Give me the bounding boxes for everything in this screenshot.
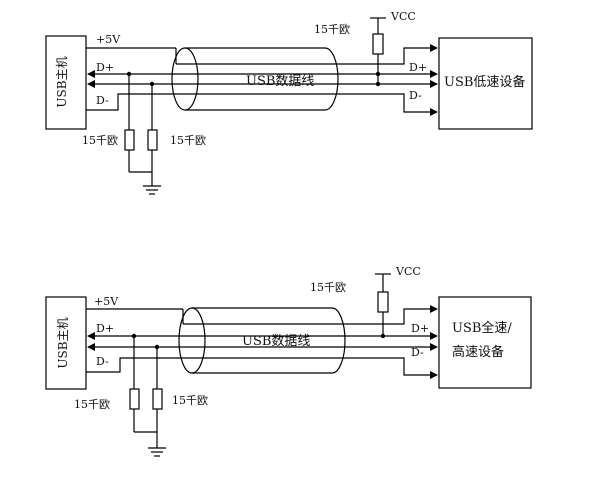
top-device-label: USB低速设备 — [444, 74, 525, 90]
top-resistor-right — [372, 33, 384, 55]
bottom-dplus-right-label: D+ — [411, 322, 429, 335]
bottom-diagram — [45, 273, 532, 457]
bottom-cable-left-end — [178, 307, 206, 374]
bottom-dminus-right-label: D- — [411, 346, 424, 359]
top-ground-symbol — [143, 185, 161, 195]
bottom-dminus-left-label: D- — [96, 355, 109, 368]
top-vbus-line-right — [346, 44, 438, 65]
bottom-vbus-line-right — [350, 305, 438, 325]
top-resistor-left-b — [147, 129, 158, 151]
bottom-cable-wires — [183, 323, 350, 359]
top-junctions — [126, 71, 381, 87]
bottom-cable-right-end — [331, 307, 346, 374]
bottom-resistor-left-a-label: 15千欧 — [74, 398, 110, 411]
top-cable-left-end — [171, 47, 199, 111]
top-dminus-left-label: D- — [96, 94, 109, 107]
bottom-cable-body — [192, 307, 332, 374]
top-gnd-line-right — [346, 93, 438, 116]
top-device-box — [438, 37, 533, 130]
bottom-device-box — [438, 296, 532, 389]
top-vcc-label: VCC — [390, 10, 416, 23]
top-resistor-left-a — [124, 129, 135, 151]
top-dplus-left-label: D+ — [96, 61, 114, 74]
top-cable-label: USB数据线 — [246, 74, 314, 89]
bottom-junctions — [131, 333, 386, 350]
bottom-gnd-line-left — [86, 357, 183, 373]
top-resistor-left-a-label: 15千欧 — [82, 134, 118, 147]
top-diagram — [45, 17, 533, 195]
top-vplus-label: +5V — [96, 33, 121, 46]
bottom-resistor-left-b-label: 15千欧 — [172, 394, 208, 407]
top-resistor-left-b-label: 15千欧 — [170, 134, 206, 147]
bottom-device-label-line1: USB全速/ — [452, 320, 512, 336]
bottom-resistor-left-a — [129, 388, 140, 410]
top-host-box — [45, 35, 87, 130]
bottom-cable-label: USB数据线 — [242, 334, 310, 349]
bottom-ground-symbol — [148, 447, 166, 457]
bottom-resistor-right-label: 15千欧 — [310, 281, 346, 294]
bottom-resistor-left-b — [152, 388, 163, 410]
bottom-host-box — [45, 296, 87, 390]
top-gnd-line-left — [86, 93, 176, 111]
bottom-vplus-label: +5V — [94, 295, 119, 308]
bottom-vcc-label: VCC — [395, 265, 421, 278]
bottom-host-label: USB主机 — [56, 317, 70, 368]
top-dplus-right-label: D+ — [409, 61, 427, 74]
top-host-label: USB主机 — [55, 56, 69, 107]
bottom-gnd-line-right — [350, 357, 438, 379]
bottom-resistor-right — [377, 291, 389, 313]
top-dminus-right-label: D- — [409, 89, 422, 102]
top-resistor-right-label: 15千欧 — [314, 23, 350, 36]
top-cable-right-end — [324, 47, 339, 111]
top-cable-body — [185, 47, 325, 111]
bottom-dplus-left-label: D+ — [96, 322, 114, 335]
top-cable-wires — [176, 63, 346, 95]
bottom-device-label-line2: 高速设备 — [452, 344, 504, 360]
